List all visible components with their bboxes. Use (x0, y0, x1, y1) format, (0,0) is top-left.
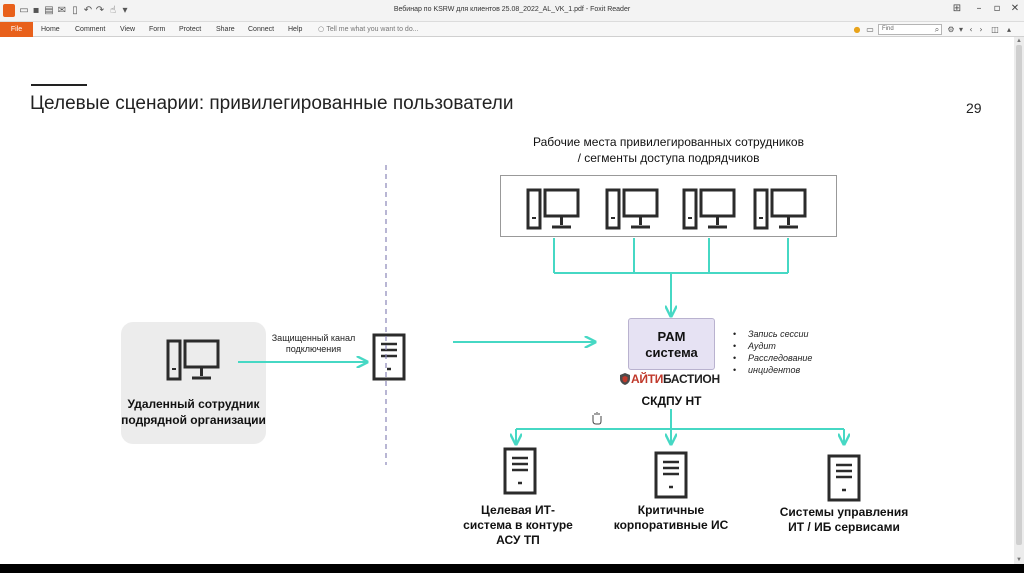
brand-rest: БАСТИОН (663, 372, 720, 386)
ribbon-menubar: File Home Comment View Form Protect Shar… (0, 22, 1024, 37)
workstation-icon (526, 188, 580, 230)
target-1-line3: АСУ ТП (496, 533, 540, 547)
brand-accent: АЙТИ (631, 372, 664, 386)
server-icon (827, 454, 861, 502)
pdf-page: Целевые сценарии: привилегированные поль… (0, 37, 1014, 564)
tab-comment[interactable]: Comment (75, 26, 106, 33)
server-icon (503, 447, 537, 495)
remote-label-line1: Удаленный сотрудник (127, 397, 260, 411)
tab-form[interactable]: Form (149, 26, 166, 33)
ribbon-options-icon[interactable]: ⊞ (952, 3, 962, 14)
redo-icon[interactable]: ↷ (95, 5, 105, 16)
pam-distribution-bus (516, 409, 844, 443)
remote-worker-label: Удаленный сотрудник подрядной организаци… (110, 396, 277, 428)
window-titlebar: ▭ ▪ ▤ ✉ ▯ ↶ ↷ ☝ ▾ Вебинар по KSRW для кл… (0, 0, 1024, 22)
shield-icon (620, 373, 630, 385)
print-icon[interactable]: ▤ (44, 5, 54, 16)
target-2-line2: корпоративные ИС (613, 518, 729, 532)
feature-incidents: инцидентов (733, 364, 812, 376)
tab-protect[interactable]: Protect (179, 26, 202, 33)
maximize-icon[interactable]: ▫ (993, 3, 1001, 14)
foxit-app-icon[interactable] (3, 4, 15, 17)
pam-line1: PAM (657, 329, 686, 344)
feature-audit: Аудит (733, 340, 812, 352)
target-2-line1: Критичные (637, 503, 705, 517)
window-title: Вебинар по KSRW для клиентов 25.08_2022_… (393, 6, 631, 13)
close-icon[interactable]: ✕ (1010, 3, 1020, 14)
pam-system-label: PAM система (628, 329, 715, 361)
chat-icon[interactable]: ◫ (991, 25, 999, 34)
open-icon[interactable]: ▭ (19, 5, 29, 16)
minimize-icon[interactable]: – (976, 3, 982, 14)
target-1-line2: система в контуре (463, 518, 573, 532)
collapse-icon[interactable]: ▭ (866, 25, 874, 34)
chevron-down-icon[interactable]: ▾ (958, 25, 963, 34)
lightbulb-icon: ○ (318, 25, 327, 33)
scroll-up-icon[interactable]: ▲ (1016, 38, 1022, 44)
pam-line2: система (645, 345, 698, 360)
prev-result-icon[interactable]: ‹ (969, 25, 973, 34)
pam-system-box (628, 318, 715, 370)
bottom-edge (0, 564, 1024, 573)
workstation-icon (753, 188, 807, 230)
server-icon (372, 333, 406, 381)
target-label-asu-tp: Целевая ИТ- система в контуре АСУ ТП (455, 503, 581, 548)
search-icon[interactable]: ⌕ (934, 25, 940, 34)
skdpu-label: СКДПУ НТ (641, 394, 702, 408)
workstation-icon (682, 188, 736, 230)
tab-view[interactable]: View (120, 26, 136, 33)
comment-bubble-icon[interactable]: ● (853, 25, 861, 34)
target-1-line1: Целевая ИТ- (481, 503, 555, 517)
settings-gear-icon[interactable]: ⚙ (947, 25, 955, 34)
tell-me-text: Tell me what you want to do... (326, 26, 419, 33)
save-icon[interactable]: ▪ (32, 5, 40, 16)
pam-features-list: Запись сессии Аудит Расследование инциде… (733, 328, 812, 376)
undo-icon[interactable]: ↶ (83, 5, 93, 16)
diagram-canvas (166, 165, 861, 502)
new-icon[interactable]: ▯ (72, 5, 78, 16)
workplaces-label-line2: / сегменты доступа подрядчиков (577, 151, 760, 165)
aitibastion-logo: АЙТИБАСТИОН (631, 372, 720, 386)
tab-help[interactable]: Help (288, 26, 303, 33)
tab-file[interactable]: File (0, 22, 33, 37)
channel-label-line2: подключения (285, 344, 342, 354)
hand-tool-icon[interactable]: ☝ (109, 5, 117, 16)
workstation-icon (166, 339, 220, 381)
tab-home[interactable]: Home (41, 26, 60, 33)
email-icon[interactable]: ✉ (57, 5, 67, 16)
server-icon (654, 451, 688, 499)
document-viewport[interactable]: Целевые сценарии: привилегированные поль… (0, 37, 1024, 564)
feature-investigation: Расследование (733, 352, 812, 364)
vertical-scrollbar[interactable]: ▲ ▼ (1014, 37, 1024, 564)
target-label-corporate-is: Критичные корпоративные ИС (605, 503, 737, 533)
find-input[interactable]: Find (878, 24, 942, 35)
customize-chevron-icon[interactable]: ▾ (122, 5, 128, 16)
target-label-itib-services: Системы управления ИТ / ИБ сервисами (774, 505, 914, 535)
slide-title: Целевые сценарии: привилегированные поль… (30, 93, 514, 114)
workstation-icon (605, 188, 659, 230)
target-3-line2: ИТ / ИБ сервисами (788, 520, 900, 534)
workplaces-label-line1: Рабочие места привилегированных сотрудни… (533, 135, 804, 149)
workplaces-label: Рабочие места привилегированных сотрудни… (500, 134, 837, 166)
next-result-icon[interactable]: › (979, 25, 983, 34)
user-icon[interactable]: ▴ (1006, 25, 1011, 34)
tab-connect[interactable]: Connect (248, 26, 275, 33)
page-number: 29 (966, 100, 982, 116)
scroll-thumb[interactable] (1016, 45, 1022, 545)
tell-me-search[interactable]: ○ Tell me what you want to do... (318, 22, 419, 37)
tab-share[interactable]: Share (216, 26, 235, 33)
scroll-down-icon[interactable]: ▼ (1016, 557, 1022, 563)
target-3-line1: Системы управления (779, 505, 909, 519)
workstations-bus (553, 238, 789, 315)
channel-label-line1: Защищенный канал (271, 333, 356, 343)
hand-cursor-icon (592, 412, 602, 425)
remote-label-line2: подрядной организации (121, 413, 266, 427)
feature-session-recording: Запись сессии (733, 328, 812, 340)
title-rule (31, 84, 87, 86)
secure-channel-label: Защищенный канал подключения (256, 333, 371, 355)
